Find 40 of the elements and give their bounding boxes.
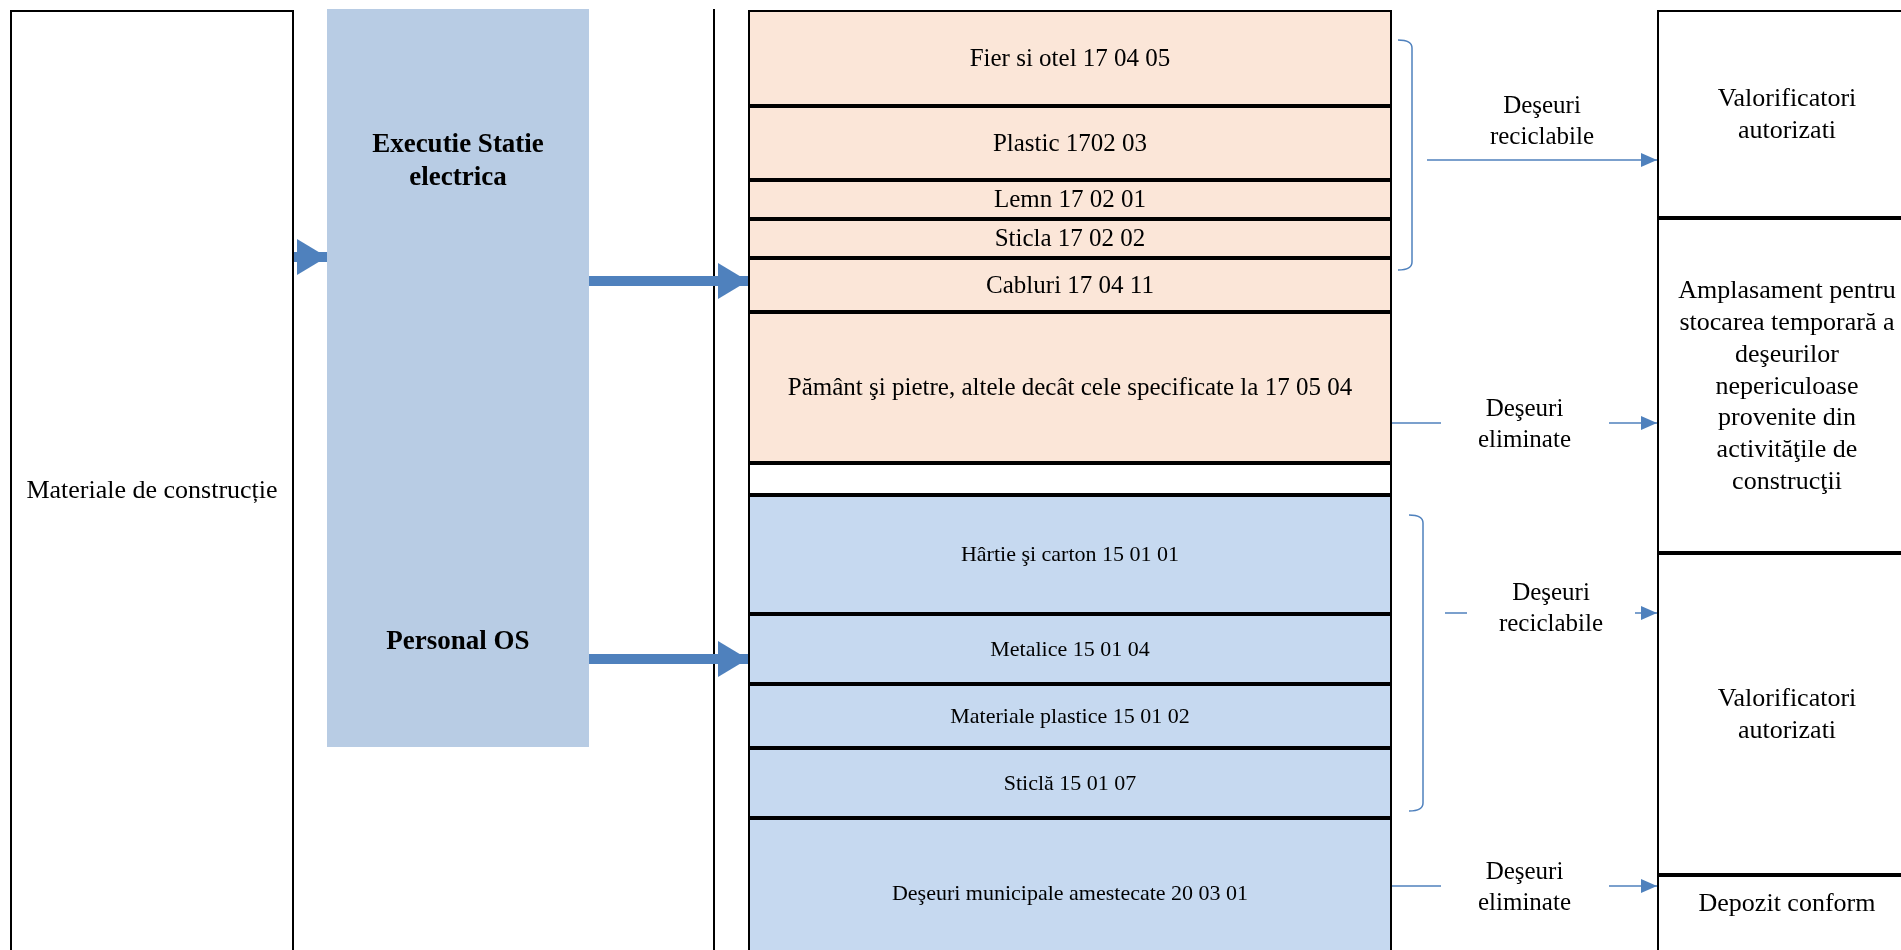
activity-label: Executie Statie electrica bbox=[371, 127, 545, 193]
waste-row bbox=[748, 10, 1392, 106]
waste-row bbox=[748, 818, 1392, 950]
waste-row bbox=[748, 495, 1392, 614]
node-label: Valorificatori autorizati bbox=[1716, 82, 1858, 146]
destination-box bbox=[1657, 218, 1901, 553]
node-label: Plastic 1702 03 bbox=[992, 127, 1148, 158]
activity-band bbox=[327, 9, 589, 747]
waste-row bbox=[748, 180, 1392, 219]
block-arrow bbox=[294, 239, 327, 275]
node-label: Pământ şi pietre, altele decât cele specificate la 17 05 04 bbox=[787, 372, 1353, 403]
empty-row bbox=[748, 463, 1392, 495]
node-label: Amplasament pentru stocarea temporară a deşeurilor nepericuloase provenite din activităţile de construcţii bbox=[1677, 274, 1897, 497]
waste-row bbox=[748, 258, 1392, 312]
node-label: Sticlă 15 01 07 bbox=[1003, 769, 1137, 797]
waste-row bbox=[748, 748, 1392, 818]
arrow bbox=[1426, 153, 1658, 167]
node-label: Sticla 17 02 02 bbox=[994, 223, 1146, 254]
node-label: Depozit conform bbox=[1698, 887, 1876, 919]
material-box bbox=[10, 10, 294, 950]
node-label: Lemn 17 02 01 bbox=[993, 184, 1147, 215]
waste-row bbox=[748, 219, 1392, 258]
block-arrow bbox=[589, 641, 748, 677]
node-label: Deşeuri municipale amestecate 20 03 01 bbox=[891, 879, 1249, 907]
node-label: Materiale de construcție bbox=[26, 474, 278, 506]
node-label: Hârtie şi carton 15 01 01 bbox=[960, 541, 1180, 568]
block-arrow bbox=[589, 263, 748, 299]
activity-label: Personal OS bbox=[385, 624, 531, 657]
waste-row bbox=[748, 106, 1392, 180]
destination-box bbox=[1657, 553, 1901, 875]
node-label: Metalice 15 01 04 bbox=[990, 635, 1150, 663]
node-label: Valorificatori autorizati bbox=[1716, 682, 1858, 746]
destination-box bbox=[1657, 875, 1901, 950]
node-label: Fier si otel 17 04 05 bbox=[969, 42, 1171, 73]
waste-row bbox=[748, 312, 1392, 463]
node-label: Materiale plastice 15 01 02 bbox=[950, 702, 1190, 730]
destination-box bbox=[1657, 10, 1901, 218]
waste-row bbox=[748, 614, 1392, 684]
node-label: Cabluri 17 04 11 bbox=[986, 269, 1154, 300]
waste-row bbox=[748, 684, 1392, 748]
